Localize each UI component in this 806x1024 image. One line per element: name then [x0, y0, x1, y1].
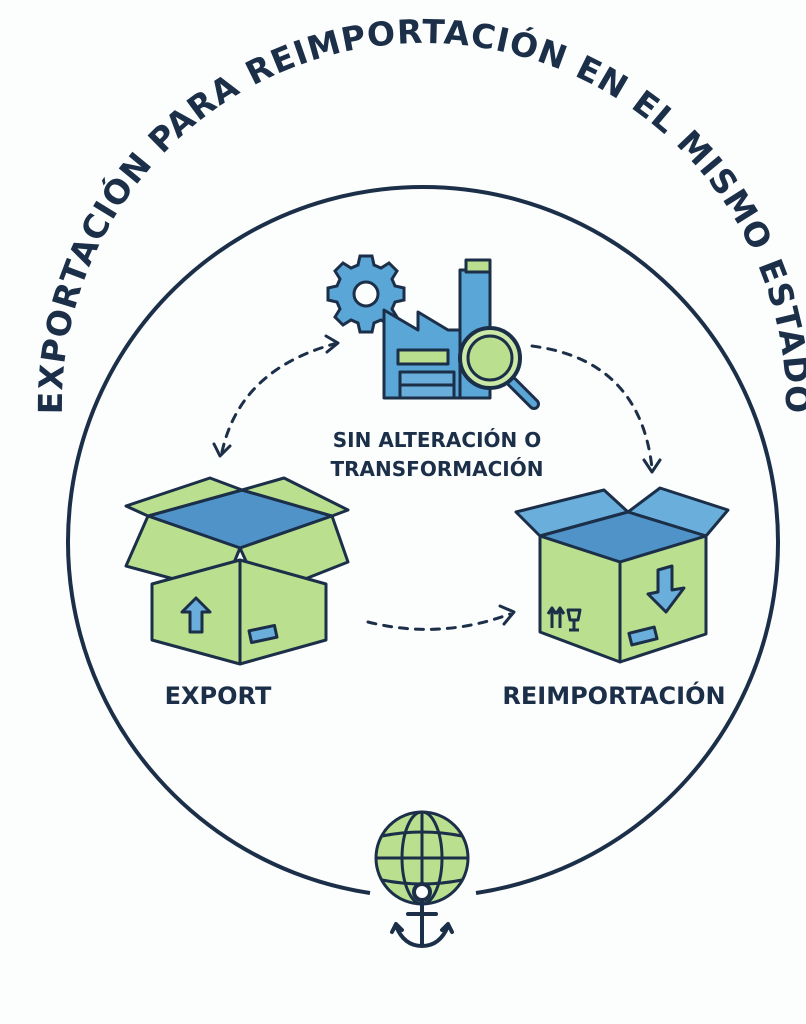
magnifier-icon	[458, 326, 540, 410]
anchor-icon	[390, 882, 454, 948]
arrowhead-factory	[324, 334, 340, 354]
arrow-export-to-factory	[220, 342, 336, 454]
arrowhead-reimport	[642, 458, 662, 474]
export-label: EXPORT	[165, 682, 272, 710]
export-box-icon	[124, 476, 350, 666]
cycle-circle	[66, 184, 780, 895]
arrow-export-to-reimport	[366, 612, 512, 631]
arrow-factory-to-reimport	[530, 344, 654, 470]
reimport-box-icon	[514, 486, 730, 664]
arrowhead-export	[212, 442, 232, 458]
center-note-line2: TRANSFORMACIÓN	[331, 457, 544, 481]
arrowhead-reimport-bottom	[498, 604, 516, 626]
center-note-line1: SIN ALTERACIÓN O	[333, 428, 541, 452]
flow-arrows	[220, 342, 654, 631]
arrow-heads	[212, 334, 662, 626]
reimport-label: REIMPORTACIÓN	[502, 680, 725, 710]
